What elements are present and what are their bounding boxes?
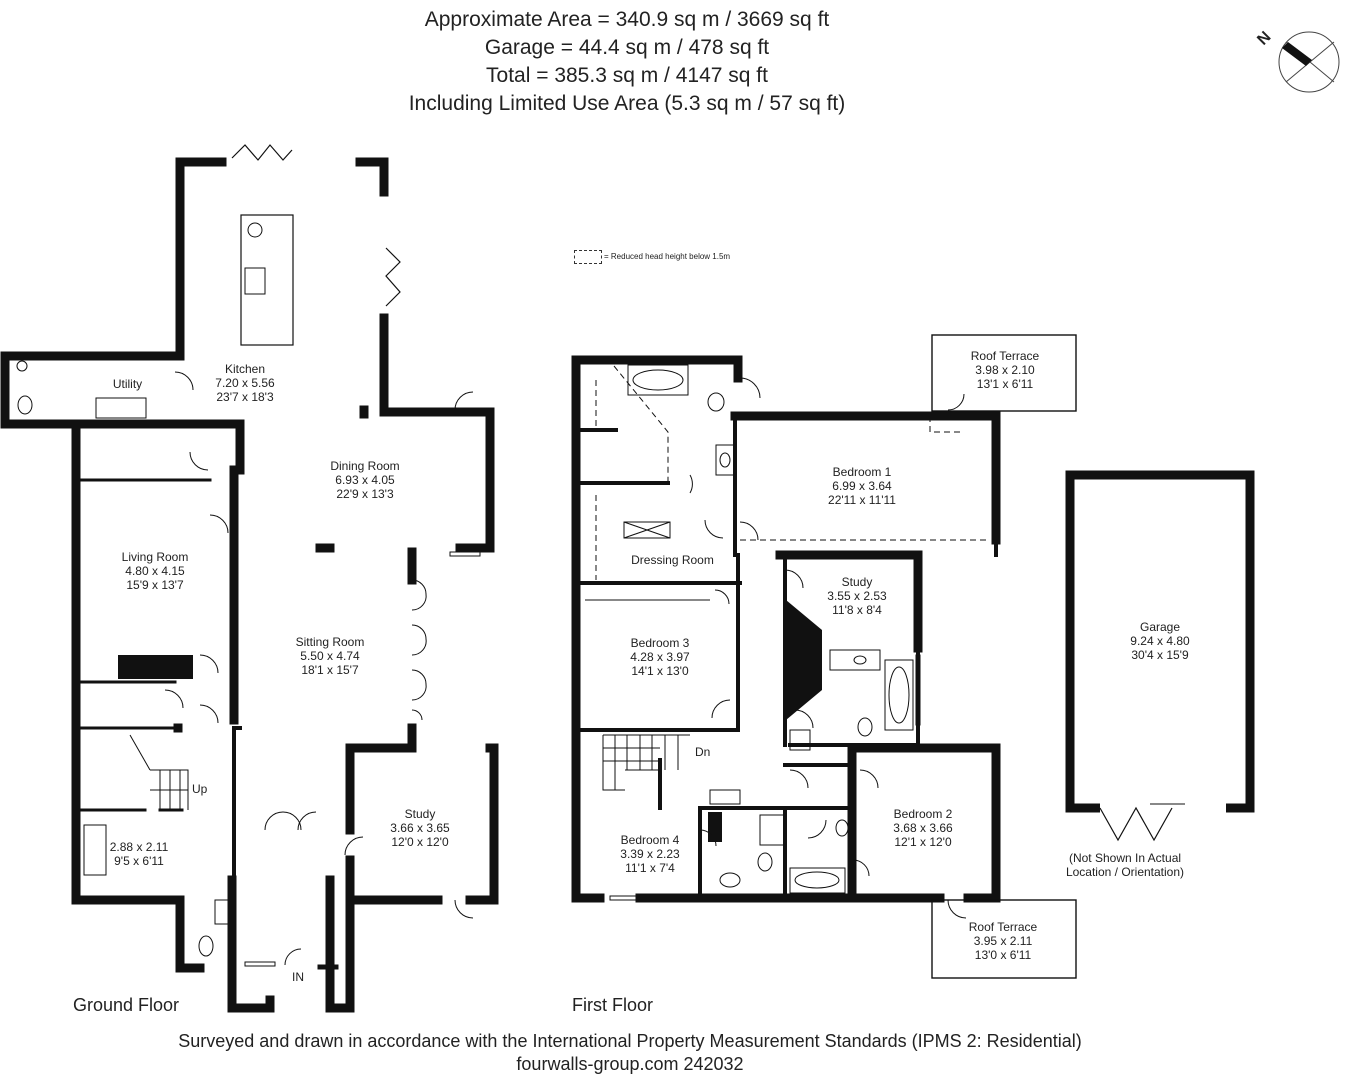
bifold-door-kitchen [231,144,293,161]
utility-sink [95,397,147,419]
garage-door [1099,806,1173,842]
area-heading-4: Including Limited Use Area (5.3 sq m / 5… [408,92,846,115]
first-floor-stairs [602,734,690,808]
ground-floor-fitting [83,824,107,876]
legend: = Reduced head height below 1.5m [574,250,730,264]
legend-text: = Reduced head height below 1.5m [604,252,731,262]
garage-note: (Not Shown In Actual Location / Orientat… [1065,851,1185,879]
roof-terrace-bottom [931,899,1077,979]
limited-use-area [595,365,990,580]
fireplace [118,655,193,679]
room-roof-terrace-bottom: Roof Terrace 3.95 x 2.11 13'0 x 6'11 [968,920,1038,962]
ground-floor-windows [73,353,497,967]
bifold-door-dining [385,247,401,307]
room-dining: Dining Room 6.93 x 4.05 22'9 x 13'3 [330,459,400,501]
first-floor-walls [571,355,1001,903]
room-bedroom-4: Bedroom 4 3.39 x 2.23 11'1 x 7'4 [620,833,680,875]
room-bedroom-3: Bedroom 3 4.28 x 3.97 14'1 x 13'0 [630,636,690,678]
ground-floor-label: Ground Floor [73,995,180,1015]
first-floor-chimney [786,600,822,720]
room-sitting: Sitting Room 5.50 x 4.74 18'1 x 15'7 [295,635,365,677]
first-floor-label: First Floor [572,995,653,1015]
room-kitchen: Kitchen 7.20 x 5.56 23'7 x 18'3 [215,362,275,404]
entrance-label: IN [292,970,304,984]
ground-floor-walls [0,157,499,1013]
room-bedroom-2: Bedroom 2 3.68 x 3.66 12'1 x 12'0 [893,807,953,849]
room-living: Living Room 4.80 x 4.15 15'9 x 13'7 [121,550,189,592]
room-roof-terrace-top: Roof Terrace 3.98 x 2.10 13'1 x 6'11 [970,349,1040,391]
area-heading-3: Total = 385.3 sq m / 4147 sq ft [486,64,768,87]
kitchen-island [240,214,294,346]
room-garage: Garage 9.24 x 4.80 30'4 x 15'9 [1130,620,1190,662]
area-heading-2: Garage = 44.4 sq m / 478 sq ft [484,36,770,59]
legend-swatch [574,250,602,264]
stair-up-label: Up [192,782,208,796]
garage-walls [1065,470,1255,813]
ground-floor-stairs [129,734,189,810]
roof-terrace-top [931,334,1077,412]
room-study-ground: Study 3.66 x 3.65 12'0 x 12'0 [390,807,450,849]
first-floor-windows [573,357,999,901]
first-floor-bathroom-fittings [627,364,914,894]
first-floor-door-swings [689,377,967,919]
room-study-first: Study 3.55 x 2.53 11'8 x 8'4 [827,575,887,617]
room-dressing: Dressing Room [631,553,714,567]
ground-floor-door-swings [164,371,474,966]
dressing-room-wardrobe [623,521,671,539]
compass-graphic [1278,31,1340,93]
stair-down-label: Dn [695,745,711,759]
room-bedroom-1: Bedroom 1 6.99 x 3.64 22'11 x 11'11 [828,465,896,507]
area-heading-1: Approximate Area = 340.9 sq m / 3669 sq … [424,8,830,31]
footer-reference: fourwalls-group.com 242032 [516,1054,744,1074]
room-utility: Utility [112,377,143,391]
room-small-ground: 2.88 x 2.11 9'5 x 6'11 [109,840,169,868]
footer-standards: Surveyed and drawn in accordance with th… [178,1031,1082,1051]
